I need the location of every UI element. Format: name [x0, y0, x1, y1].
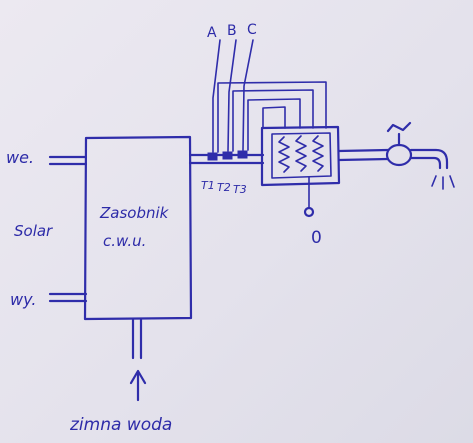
sensor-t3-label: T3	[233, 183, 247, 196]
water-spray	[431, 175, 455, 190]
tap-pipe	[337, 148, 390, 162]
cold-water-pipe	[131, 317, 143, 360]
sensor-t1	[207, 152, 218, 161]
control-loops	[217, 81, 327, 153]
tank-label-line1: Zasobnik	[99, 204, 170, 222]
drain-symbol: 0	[311, 228, 322, 248]
tank-label-line2: c.w.u.	[103, 232, 146, 250]
sensor-wires	[212, 39, 254, 153]
cold-water-label: zimna woda	[69, 415, 172, 435]
drain-valve	[303, 176, 315, 218]
sensor-t2	[222, 151, 233, 160]
temperature-sensors	[207, 150, 248, 161]
storage-tank	[83, 135, 193, 321]
wire-a-label: A	[207, 25, 217, 41]
outlet-label: wy.	[10, 290, 36, 309]
cold-water-arrow	[129, 369, 147, 402]
inlet-label: we.	[6, 148, 34, 167]
faucet-icon	[385, 121, 449, 170]
sensor-t1-label: T1	[201, 179, 215, 192]
sensor-t2-label: T2	[217, 181, 231, 194]
wire-c-label: C	[247, 22, 257, 38]
solar-label: Solar	[14, 222, 53, 240]
solar-outlet-pipe	[48, 292, 88, 303]
solar-inlet-pipe	[48, 155, 88, 166]
sensor-t3	[237, 150, 248, 159]
flow-heater	[260, 125, 341, 187]
heating-elements	[278, 135, 324, 173]
wire-b-label: B	[227, 23, 237, 39]
